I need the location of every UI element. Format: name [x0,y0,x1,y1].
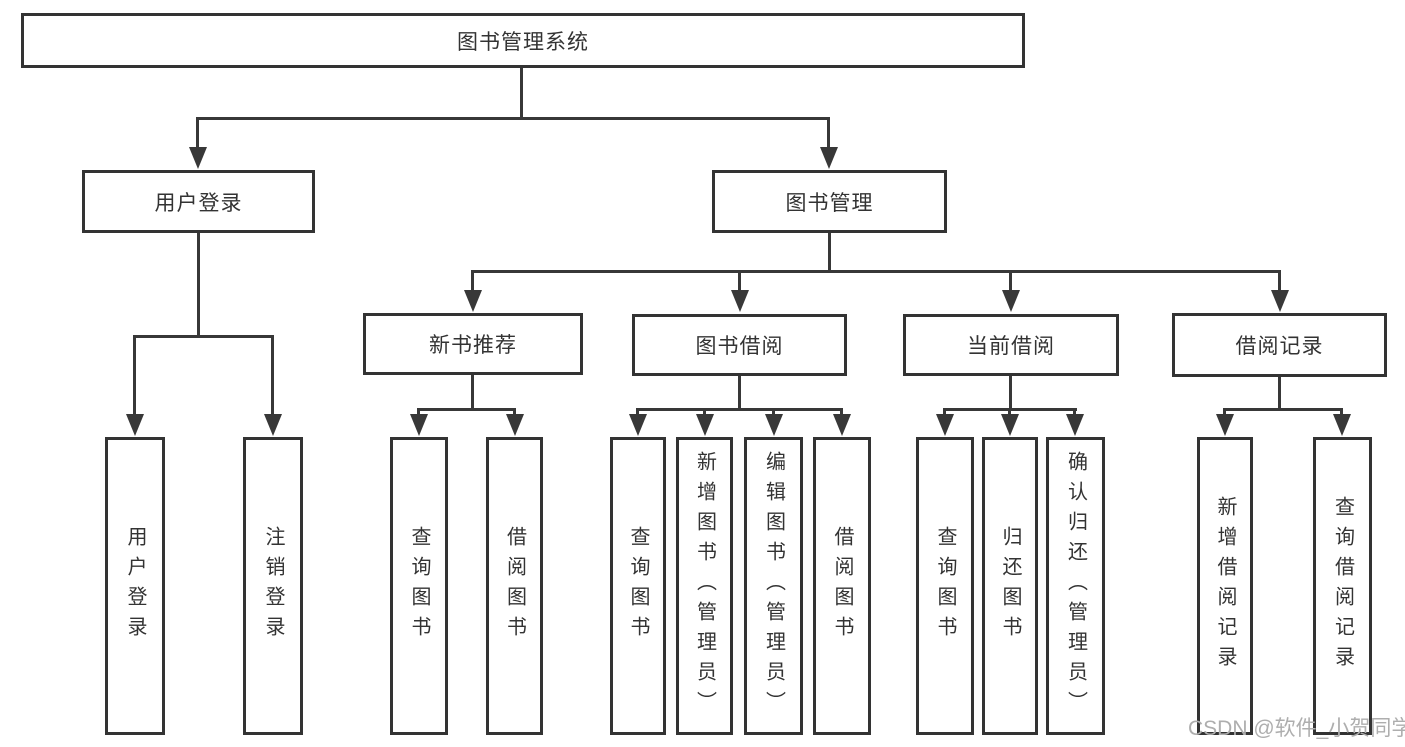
node-user-login: 用户登录 [82,170,315,233]
leaf-add-books-admin: 新增图书（管理员） [676,437,733,735]
leaf-borrow-books-label: 借阅图书 [831,526,853,646]
node-new-book-recommend-label: 新书推荐 [429,334,517,357]
connector-arrow [765,414,783,436]
connector-line [471,375,474,408]
connector-arrow [1002,290,1020,312]
node-book-management-label: 图书管理 [785,191,874,215]
leaf-user-login-label: 用户登录 [124,526,146,646]
connector-line [1009,270,1012,292]
node-current-borrow-label: 当前借阅 [967,335,1055,358]
leaf-borrow-books: 借阅图书 [813,437,871,735]
connector-line [417,408,420,418]
connector-line [1278,377,1281,408]
connector-line [1223,408,1343,411]
connector-line [636,408,639,418]
connector-arrow [464,290,482,312]
connector-line [943,408,946,418]
node-book-borrow: 图书借阅 [632,314,847,376]
node-borrow-records-label: 借阅记录 [1235,335,1324,358]
leaf-recommend-borrow-books: 借阅图书 [486,437,543,735]
leaf-logout-label: 注销登录 [262,526,284,646]
connector-line [827,117,830,151]
connector-line [738,376,741,408]
leaf-confirm-return-admin: 确认归还（管理员） [1046,437,1105,735]
leaf-current-query-books: 查询图书 [916,437,974,735]
connector-arrow [820,147,838,169]
connector-line [738,270,741,292]
connector-line [703,408,706,418]
node-book-management: 图书管理 [712,170,947,233]
connector-arrow [629,414,647,436]
connector-line [1278,270,1281,292]
connector-line [636,408,843,411]
connector-line [197,233,200,335]
leaf-return-books-label: 归还图书 [999,526,1021,646]
connector-line [520,68,523,117]
connector-arrow [731,290,749,312]
node-root-system: 图书管理系统 [21,13,1025,68]
connector-line [417,408,516,411]
connector-line [840,408,843,418]
leaf-borrow-query-books-label: 查询图书 [627,526,649,646]
leaf-query-borrow-record: 查询借阅记录 [1313,437,1372,735]
leaf-current-query-books-label: 查询图书 [934,526,956,646]
leaf-query-borrow-record-label: 查询借阅记录 [1331,496,1354,676]
connector-line [196,117,199,151]
connector-arrow [1066,414,1084,436]
watermark-text: CSDN @软件_小贺同学 [1188,717,1405,740]
leaf-add-books-admin-label: 新增图书（管理员） [693,451,716,721]
connector-line [471,270,474,292]
leaf-return-books: 归还图书 [982,437,1038,735]
connector-line [772,408,775,418]
node-current-borrow: 当前借阅 [903,314,1119,376]
node-user-login-label: 用户登录 [154,191,243,215]
connector-arrow [833,414,851,436]
connector-arrow [1001,414,1019,436]
node-book-borrow-label: 图书借阅 [695,335,784,358]
connector-arrow [189,147,207,169]
connector-arrow [936,414,954,436]
connector-arrow [696,414,714,436]
connector-line [1223,408,1226,418]
connector-arrow [1333,414,1351,436]
connector-line [828,233,831,270]
leaf-recommend-query-books: 查询图书 [390,437,448,735]
connector-line [1340,408,1343,418]
connector-line [1008,408,1011,418]
connector-line [133,335,274,338]
connector-line [271,335,274,415]
leaf-add-borrow-record: 新增借阅记录 [1197,437,1253,735]
connector-line [1009,376,1012,408]
leaf-edit-books-admin: 编辑图书（管理员） [744,437,803,735]
connector-line [1073,408,1076,418]
connector-line [196,117,830,120]
leaf-confirm-return-admin-label: 确认归还（管理员） [1064,451,1087,721]
connector-arrow [264,414,282,436]
connector-line [133,335,136,415]
node-new-book-recommend: 新书推荐 [363,313,583,375]
leaf-recommend-borrow-books-label: 借阅图书 [503,526,526,646]
leaf-add-borrow-record-label: 新增借阅记录 [1214,496,1236,676]
connector-arrow [1271,290,1289,312]
leaf-edit-books-admin-label: 编辑图书（管理员） [762,451,785,721]
connector-arrow [506,414,524,436]
leaf-logout: 注销登录 [243,437,303,735]
leaf-recommend-query-books-label: 查询图书 [408,526,430,646]
connector-arrow [126,414,144,436]
node-borrow-records: 借阅记录 [1172,313,1387,377]
connector-arrow [410,414,428,436]
connector-line [471,270,1281,273]
leaf-user-login: 用户登录 [105,437,165,735]
connector-line [513,408,516,418]
node-root-label: 图书管理系统 [457,30,589,54]
leaf-borrow-query-books: 查询图书 [610,437,666,735]
connector-arrow [1216,414,1234,436]
